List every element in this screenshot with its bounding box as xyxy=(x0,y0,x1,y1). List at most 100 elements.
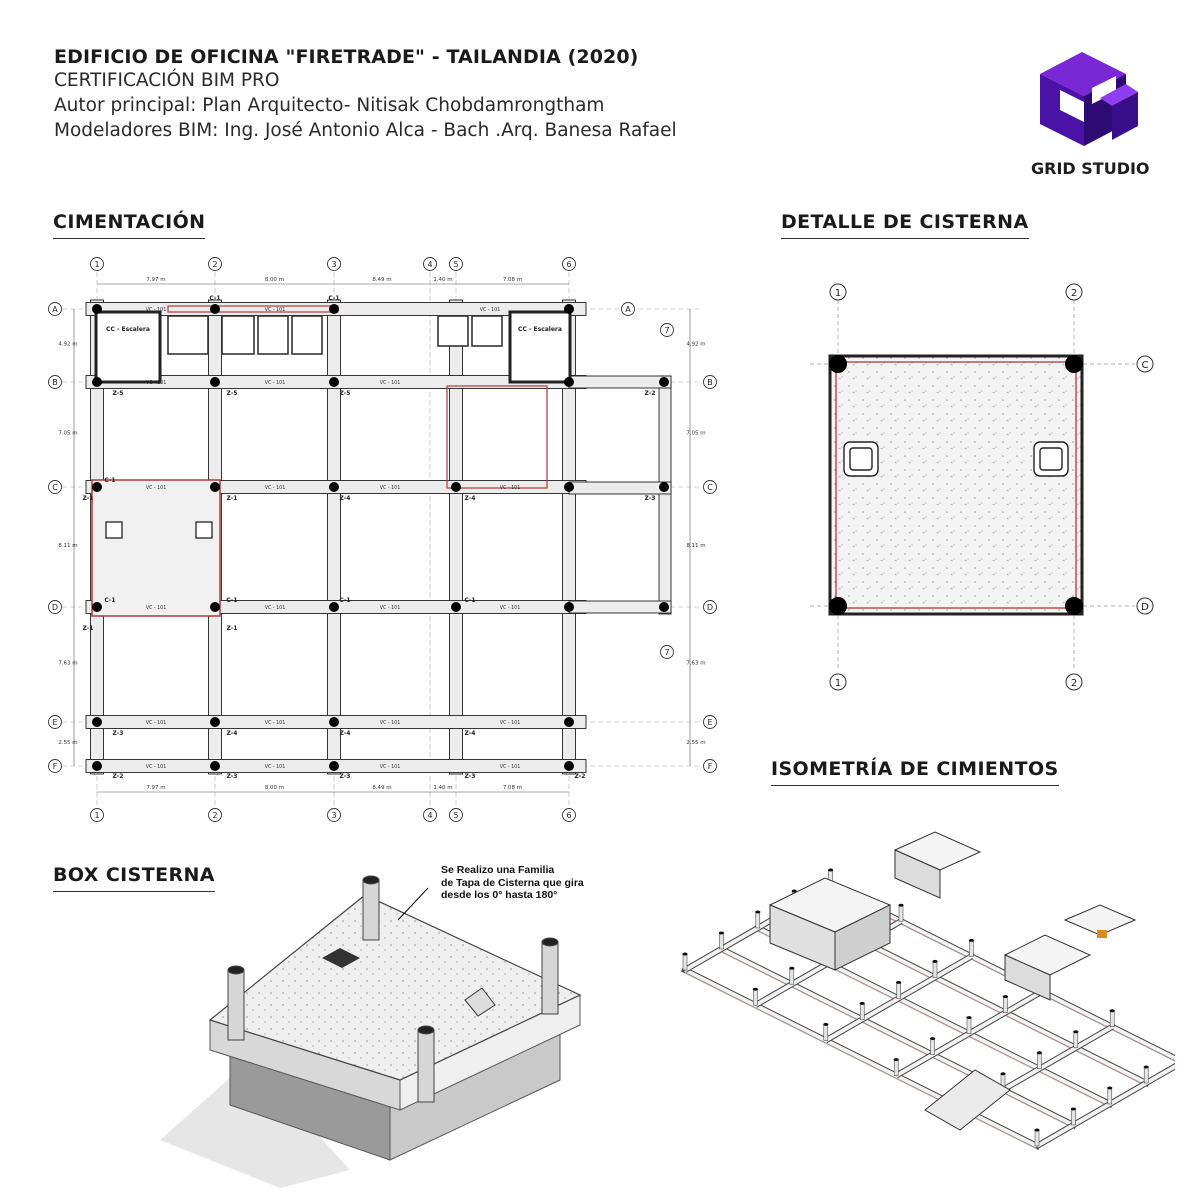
plan-grid-label-row-bubble xyxy=(48,600,62,614)
plan-small-room xyxy=(257,315,289,355)
detail-grid-label-1-bottom: 1 xyxy=(835,678,841,689)
plan-beam-label: VC - 101 xyxy=(265,485,286,491)
iso-column-top xyxy=(823,1022,829,1026)
plan-column-dot xyxy=(210,717,220,727)
detail-columns xyxy=(829,355,1083,615)
plan-dimension-top: 8.00 m xyxy=(265,277,284,283)
plan-grid-label-row: D xyxy=(707,603,713,612)
plan-column-dot xyxy=(564,761,574,771)
iso-column xyxy=(682,953,688,971)
plan-small-room xyxy=(471,315,503,347)
plan-zapata-label: Z-4 xyxy=(340,730,351,737)
plan-column-dot xyxy=(564,482,574,492)
plan-zapata-label: Z-2 xyxy=(575,773,586,780)
plan-small-room xyxy=(221,315,255,355)
plan-column-dot xyxy=(659,482,669,492)
iso-column-top xyxy=(1036,1051,1042,1055)
header-block: EDIFICIO DE OFICINA "FIRETRADE" - TAILAN… xyxy=(54,46,677,143)
plan-grid-label-col-bubble xyxy=(208,808,222,822)
iso-column xyxy=(1034,1129,1040,1147)
plan-column-label: C-1 xyxy=(328,295,339,302)
plan-beam-label: VC - 101 xyxy=(146,307,167,313)
plan-grid-label-row: E xyxy=(52,718,57,727)
grid-studio-logo-icon xyxy=(1040,52,1138,146)
plan-grid-label-row-bubble xyxy=(703,715,717,729)
iso-column xyxy=(755,911,761,929)
plan-zapata-label: Z-3 xyxy=(465,773,476,780)
plan-dimension-bottom: 7.97 m xyxy=(146,785,165,791)
plan-beam-label: VC - 101 xyxy=(380,720,401,726)
plan-zapata-label: Z-1 xyxy=(83,625,94,632)
plan-beam-vertical xyxy=(449,299,463,775)
iso-column-top xyxy=(752,987,758,991)
iso-beam-face xyxy=(684,968,1038,1148)
plan-grid-label-col-bubble xyxy=(423,808,437,822)
plan-grid-label-row: B xyxy=(707,378,713,387)
detail-grid-bubbles xyxy=(829,283,1154,691)
plan-zapata-label: Z-2 xyxy=(113,773,124,780)
plan-column-dot xyxy=(210,377,220,387)
plan-zapata-label: Z-4 xyxy=(340,495,351,502)
iso-column-top xyxy=(1002,995,1008,999)
plan-beam-horizontal xyxy=(568,375,672,389)
iso-column xyxy=(823,1024,829,1041)
cistern-hatch-icon xyxy=(843,441,1069,477)
page-title: EDIFICIO DE OFICINA "FIRETRADE" - TAILAN… xyxy=(54,46,639,68)
iso-column-top xyxy=(1143,1065,1149,1069)
section-title-box: BOX CISTERNA xyxy=(53,864,215,892)
plan-beam-vertical xyxy=(562,299,576,775)
plan-grid-label-col: 1 xyxy=(94,260,99,269)
iso-column-top xyxy=(1109,1009,1115,1013)
plan-grid-label-col: 6 xyxy=(566,811,571,820)
plan-column-dot xyxy=(92,761,102,771)
plan-zapata-label: Z-5 xyxy=(340,390,351,397)
detail-grid-label-c: C xyxy=(1142,360,1149,371)
plan-grid-label-row: A xyxy=(625,305,631,314)
plan-beam-label: VC - 101 xyxy=(146,764,167,770)
box-shadow xyxy=(160,1060,350,1188)
iso-column xyxy=(1037,1052,1042,1070)
iso-column xyxy=(1107,1087,1113,1105)
plan-dimension-right: 8.11 m xyxy=(686,543,705,549)
plan-column-dot xyxy=(329,602,339,612)
iso-column xyxy=(719,932,724,950)
detail-grid-label-1-top: 1 xyxy=(835,288,841,299)
plan-beam-label: VC - 101 xyxy=(146,720,167,726)
cistern-wall-outline xyxy=(835,361,1077,609)
plan-dimension-bottom: 1.40 m xyxy=(433,785,452,791)
plan-zapata-label: Z-2 xyxy=(645,390,656,397)
plan-column-dot xyxy=(329,482,339,492)
detail-grid-label-2-bottom: 2 xyxy=(1071,678,1077,689)
iso-column xyxy=(893,1059,899,1076)
plan-grid-label-col-bubble xyxy=(327,808,341,822)
iso-column-top xyxy=(859,1001,865,1005)
iso-column-top xyxy=(791,889,797,893)
plan-dimension-right: 7.63 m xyxy=(686,661,705,667)
plan-column-dot xyxy=(210,602,220,612)
plan-grid-label-row: C xyxy=(707,483,713,492)
plan-column-dot xyxy=(210,761,220,771)
iso-column-top xyxy=(789,966,795,970)
section-title-isometria: ISOMETRÍA DE CIMIENTOS xyxy=(771,758,1059,786)
box-column-stubs xyxy=(227,875,559,1103)
plan-beam-label: VC - 101 xyxy=(146,485,167,491)
plan-grid-label-col: 2 xyxy=(212,260,217,269)
plan-beam-label: VC - 101 xyxy=(500,485,521,491)
plan-zapata-label: Z-3 xyxy=(645,495,656,502)
subtitle-certification: CERTIFICACIÓN BIM PRO xyxy=(54,70,280,91)
iso-column-top xyxy=(930,1037,936,1041)
plan-zapata-label: Z-3 xyxy=(227,773,238,780)
plan-grid-label-row: E xyxy=(707,718,712,727)
iso-column-top xyxy=(755,910,761,914)
iso-column xyxy=(1073,1031,1079,1049)
plan-grid-label-extra-bubble xyxy=(660,323,674,337)
plan-beam-label: VC - 101 xyxy=(380,605,401,611)
iso-column xyxy=(753,988,758,1006)
box-cistern-note: Se Realizo una Familia de Tapa de Cister… xyxy=(441,864,584,901)
iso-column xyxy=(789,967,795,985)
plan-dimension-bottom: 7.08 m xyxy=(503,785,522,791)
iso-beam-accent xyxy=(721,951,1074,1129)
iso-column-top xyxy=(1107,1086,1113,1090)
plan-zapata-label: Z-1 xyxy=(227,625,238,632)
plan-zapata-label: Z-4 xyxy=(227,730,238,737)
